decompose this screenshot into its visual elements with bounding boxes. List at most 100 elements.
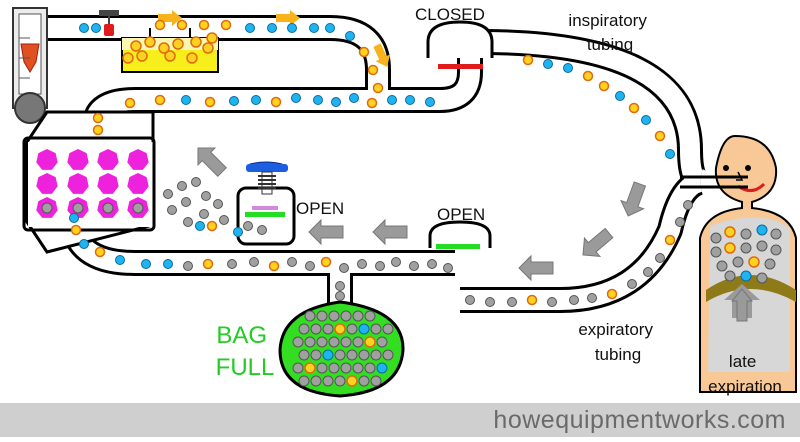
exhaled-molecule [357, 259, 367, 269]
exhaled-molecule [358, 349, 370, 361]
agent-molecule [641, 115, 651, 125]
fresh-gas-arrow-shape [373, 43, 391, 67]
inspiratory-tubing-label: inspiratory tubing [568, 11, 651, 54]
agent-molecule [331, 97, 341, 107]
oxygen-molecule [304, 362, 316, 374]
bag-full-label: BAG FULL [216, 322, 275, 381]
bag-line2: FULL [216, 354, 275, 381]
patient-line1: late [729, 352, 756, 371]
exhaled-molecule [375, 261, 385, 271]
exhaled-molecule [167, 205, 177, 215]
exhaled-molecule [376, 336, 388, 348]
oxygen-molecule [122, 52, 134, 64]
exhaled-molecule [298, 349, 310, 361]
agent-molecule [425, 97, 435, 107]
oxygen-molecule [172, 38, 184, 50]
footer-bar: howequipmentworks.com [0, 403, 800, 437]
expiratory-tubing-label: expiratory tubing [578, 320, 657, 364]
oxygen-molecule [136, 50, 148, 62]
exhaled-molecule [310, 323, 322, 335]
absorbent-granule [127, 149, 149, 170]
oxygen-molecule [364, 336, 376, 348]
exhaled-molecule [683, 200, 693, 210]
fresh-gas-arrow-shape [276, 10, 300, 26]
agent-molecule [325, 23, 335, 33]
oxygen-molecule [70, 224, 82, 236]
oxygen-molecule [346, 375, 358, 387]
exhaled-molecule [304, 310, 316, 322]
oxygen-molecule [582, 70, 594, 82]
exhaled-molecule [334, 349, 346, 361]
valve-disc-closed [438, 64, 483, 69]
exhaled-molecule [292, 362, 304, 374]
pop-off-valve-icon [236, 161, 296, 246]
exhaled-molecule [191, 177, 201, 187]
absorbed-co2 [132, 202, 144, 214]
exhaled-molecule [724, 270, 736, 282]
exhaled-molecule [485, 297, 495, 307]
absorbent-granule [97, 173, 119, 194]
agent-molecule [309, 23, 319, 33]
agent-molecule [245, 23, 255, 33]
exhaled-molecule [716, 260, 728, 272]
agent-molecule [115, 255, 125, 265]
exhaled-molecule [243, 221, 253, 231]
exhaled-molecule [770, 244, 782, 256]
flow-arrow-shape [518, 254, 554, 282]
exhaled-molecule [370, 375, 382, 387]
flow-arrow [730, 288, 754, 322]
exhaled-molecule [364, 362, 376, 374]
oxygen-molecule [206, 220, 218, 232]
absorbent-granule [127, 173, 149, 194]
flow-arrow-shape [308, 218, 344, 246]
agent-molecule [615, 91, 625, 101]
oxygen-molecule [154, 19, 166, 31]
oxygen-molecule [94, 246, 106, 258]
expiratory-line2: tubing [595, 345, 641, 364]
agent-molecule [267, 23, 277, 33]
agent-molecule [405, 95, 415, 105]
flow-arrow-shape [372, 218, 408, 246]
exhaled-molecule [163, 189, 173, 199]
exhaled-molecule [310, 349, 322, 361]
exhaled-molecule [183, 217, 193, 227]
closed-label: CLOSED [415, 5, 485, 24]
inspiratory-valve [426, 20, 494, 69]
agent-molecule [79, 23, 89, 33]
oxygen-molecule [158, 42, 170, 54]
oxygen-molecule [92, 112, 104, 124]
agent-molecule [91, 23, 101, 33]
exhaled-molecule [627, 279, 637, 289]
bag-line1: BAG [216, 322, 267, 349]
exhaled-molecule [287, 257, 297, 267]
agent-molecule [387, 95, 397, 105]
oxygen-molecule [198, 19, 210, 31]
agent-molecule [69, 213, 79, 223]
exhaled-molecule [310, 375, 322, 387]
oxygen-molecule [202, 258, 214, 270]
exhaled-molecule [322, 323, 334, 335]
agent-molecule [322, 349, 334, 361]
exhaled-molecule [382, 323, 394, 335]
oxygen-molecule [154, 94, 166, 106]
fresh-gas-arrow [373, 43, 391, 67]
exhaled-molecule [177, 181, 187, 191]
oxygen-molecule [334, 323, 346, 335]
expiratory-line1: expiratory [578, 320, 653, 339]
oxygen-molecule [724, 226, 736, 238]
oxygen-molecule [220, 19, 232, 31]
exhaled-molecule [507, 297, 517, 307]
exhaled-molecule [298, 375, 310, 387]
exhaled-molecule [352, 310, 364, 322]
agent-molecule [349, 93, 359, 103]
exhaled-molecule [219, 215, 229, 225]
exhaled-molecule [443, 263, 453, 273]
agent-molecule [313, 95, 323, 105]
inspiratory-line1: inspiratory [568, 11, 647, 30]
exhaled-molecule [352, 336, 364, 348]
exhaled-molecule [655, 253, 665, 263]
exhaled-molecule [764, 258, 776, 270]
exhaled-molecule [587, 293, 597, 303]
exhaled-molecule [201, 191, 211, 201]
